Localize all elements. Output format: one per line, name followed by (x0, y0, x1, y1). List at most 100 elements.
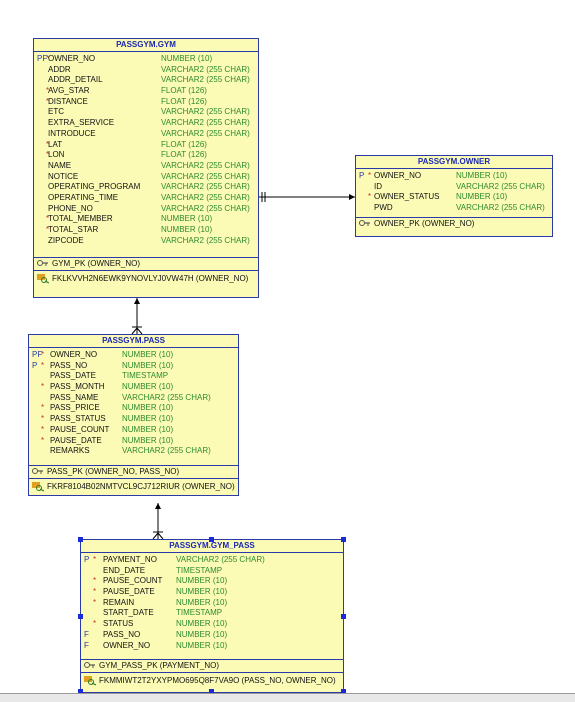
primary-key[interactable]: OWNER_PK (OWNER_NO) (356, 218, 552, 230)
column-type: VARCHAR2 (255 CHAR) (161, 192, 250, 202)
column-name: PWD (374, 203, 393, 213)
column-type: TIMESTAMP (122, 371, 169, 381)
column-name: PASS_MONTH (50, 382, 105, 392)
column-required-marker: * (41, 350, 45, 359)
column-required-marker: * (41, 424, 45, 434)
column-row[interactable]: PF*OWNER_NO NUMBER (10) (34, 54, 258, 65)
column-key-flag: PF (37, 54, 48, 63)
foreign-key[interactable]: FKMMIWT2T2YXYPMO695Q8F7VA9O (PASS_NO, OW… (81, 675, 343, 687)
selection-handle[interactable] (209, 689, 214, 694)
column-required-marker: * (46, 54, 50, 63)
column-name: TOTAL_STAR (48, 225, 99, 234)
column-type: VARCHAR2 (255 CHAR) (161, 160, 250, 170)
column-type: VARCHAR2 (255 CHAR) (456, 181, 545, 191)
column-key-flag: P (359, 171, 365, 180)
column-required-marker: * (46, 86, 50, 96)
column-type: NUMBER (10) (122, 424, 174, 434)
foreign-key[interactable]: FKRF8104B02NMTVCL9CJ712RIUR (OWNER_NO) (29, 481, 238, 493)
entity-title: PASSGYM.GYM_PASS (81, 540, 343, 553)
column-name: ETC (48, 107, 64, 117)
column-name: LAT (48, 139, 63, 149)
foreign-key-label: FKRF8104B02NMTVCL9CJ712RIUR (OWNER_NO) (47, 482, 235, 491)
selection-handle[interactable] (78, 614, 83, 619)
primary-key[interactable]: GYM_PASS_PK (PAYMENT_NO) (81, 660, 343, 672)
column-type: FLOAT (126) (161, 96, 207, 106)
selection-handle[interactable] (78, 689, 83, 694)
column-name: OWNER_NO (48, 54, 96, 63)
column-type: NUMBER (10) (122, 382, 174, 392)
column-name: AVG_STAR (48, 86, 90, 96)
column-type: NUMBER (10) (122, 350, 174, 359)
column-required-marker: * (46, 225, 50, 234)
column-type: VARCHAR2 (255 CHAR) (161, 235, 250, 245)
column-required-marker: * (46, 214, 50, 224)
selection-handle[interactable] (341, 537, 346, 542)
selection-handle[interactable] (341, 689, 346, 694)
relation-gym-owner (259, 192, 355, 202)
column-type: NUMBER (10) (456, 171, 508, 180)
selection-handle[interactable] (209, 537, 214, 542)
column-required-marker: * (41, 435, 45, 445)
primary-key-icon (84, 661, 96, 673)
column-type: VARCHAR2 (255 CHAR) (161, 171, 250, 181)
primary-key[interactable]: PASS_PK (OWNER_NO, PASS_NO) (29, 466, 238, 478)
column-name: PASS_NAME (50, 392, 99, 402)
selection-handle[interactable] (78, 537, 83, 542)
column-type: NUMBER (10) (161, 54, 213, 63)
column-type: VARCHAR2 (255 CHAR) (122, 446, 211, 456)
column-name: ADDR (48, 64, 71, 74)
primary-key[interactable]: GYM_PK (OWNER_NO) (34, 258, 258, 270)
column-name: DISTANCE (48, 96, 88, 106)
selection-handle[interactable] (341, 614, 346, 619)
foreign-key[interactable]: FKLKVVH2N6EWK9YNOVLYJ0VW47H (OWNER_NO) (34, 273, 258, 285)
column-required-marker: * (41, 360, 45, 370)
column-key-flag: PF (32, 350, 43, 359)
column-required-marker: * (41, 414, 45, 424)
